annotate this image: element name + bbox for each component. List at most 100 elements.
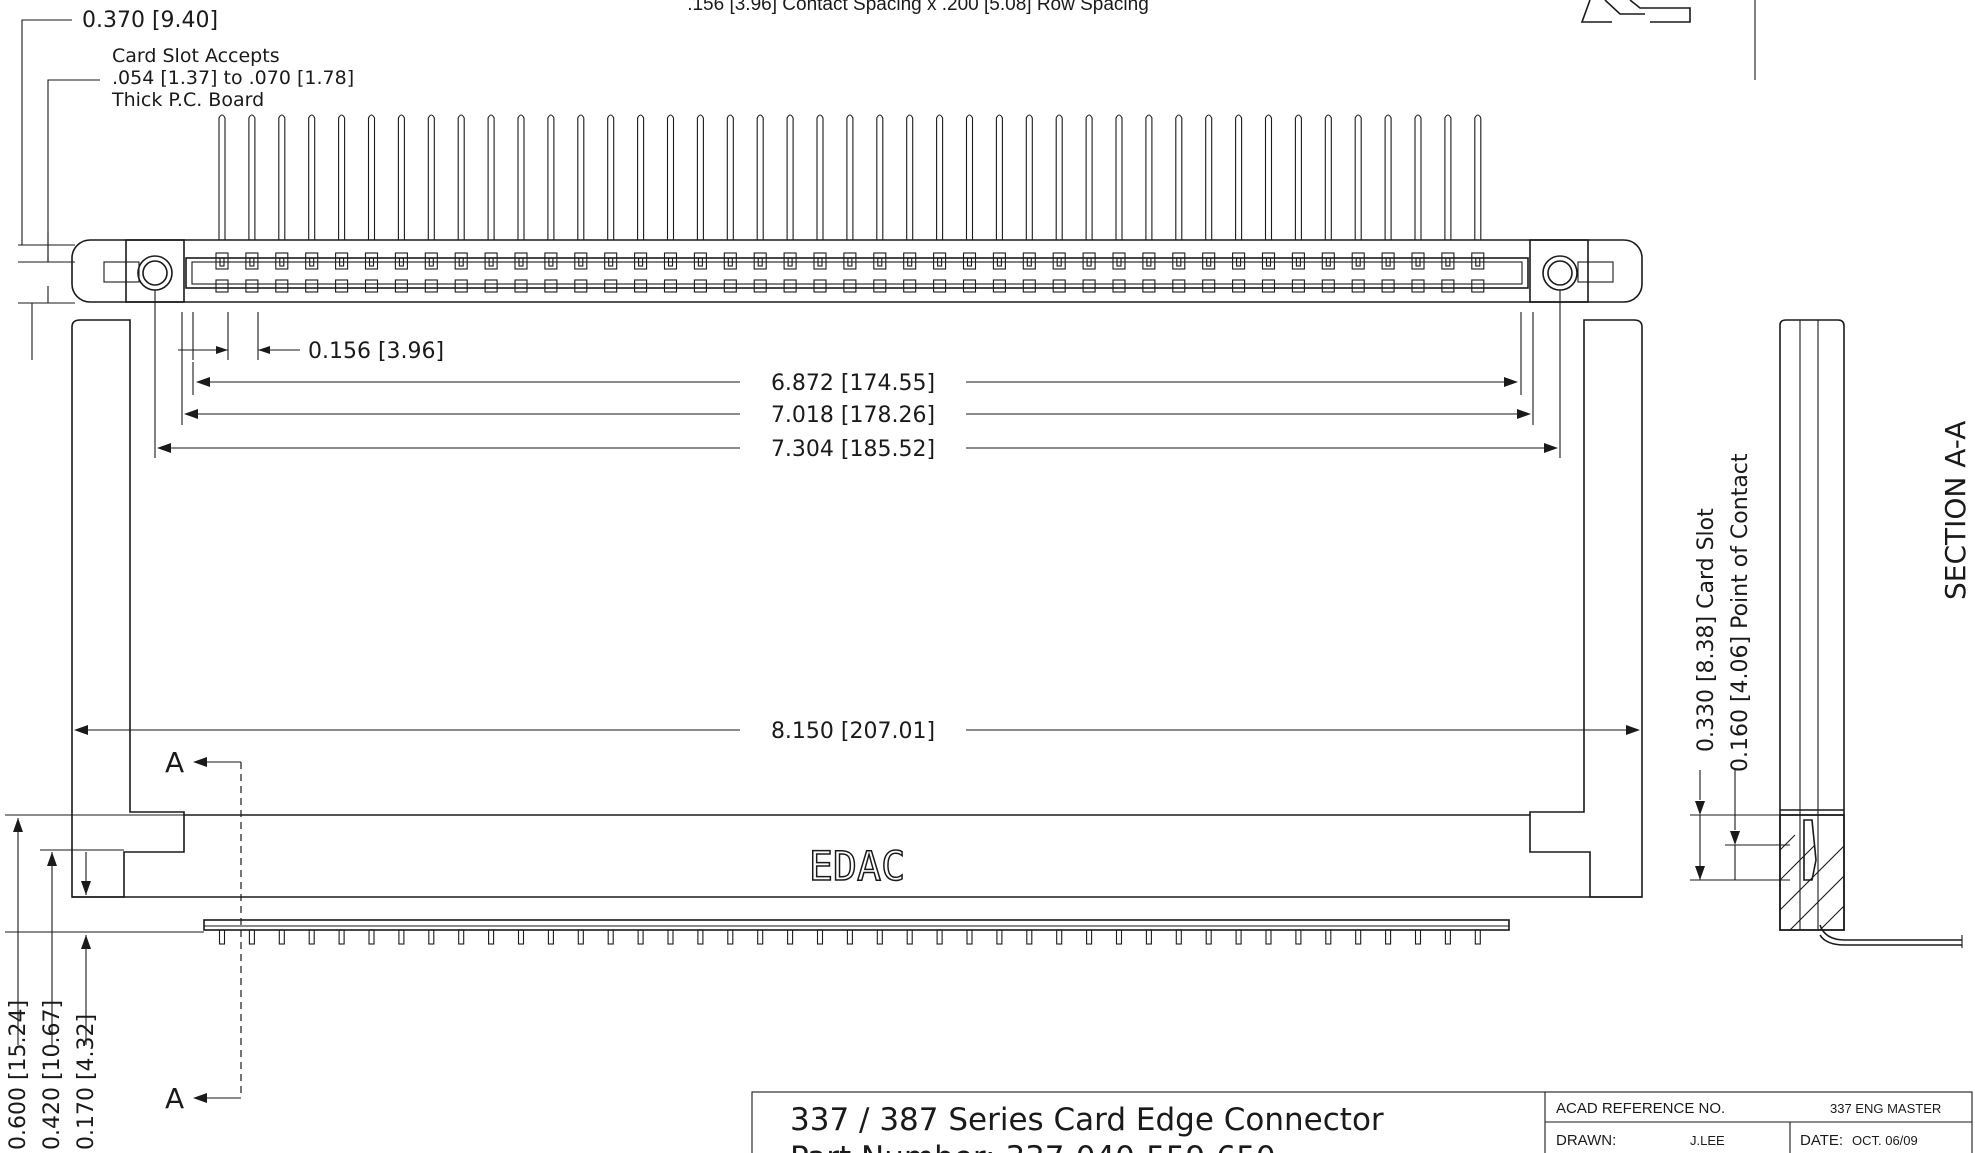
contact-pin bbox=[215, 114, 229, 293]
left-vertical-dims: 0.600 [15.24] 0.420 [10.67] 0.170 [4.32] bbox=[5, 814, 204, 1150]
section-cut-line: A A bbox=[165, 746, 242, 1115]
contact-pin bbox=[1351, 114, 1365, 293]
contact-tail bbox=[398, 929, 405, 945]
svg-text:6.872 [174.55]: 6.872 [174.55] bbox=[771, 371, 935, 396]
contact-tail bbox=[308, 929, 315, 945]
contact-tail bbox=[1145, 929, 1152, 945]
contact-pin bbox=[1441, 114, 1455, 293]
contact-tail bbox=[1086, 929, 1093, 945]
contact-pin bbox=[663, 114, 678, 293]
acad-value: 337 ENG MASTER bbox=[1830, 1101, 1941, 1116]
header-note: .156 [3.96] Contact Spacing x .200 [5.08… bbox=[687, 0, 1149, 15]
dim-overall-length: 8.150 [207.01] bbox=[77, 719, 1637, 744]
contact-tail bbox=[1295, 929, 1302, 945]
connector-front-view bbox=[71, 319, 1643, 931]
contact-tail bbox=[1444, 929, 1451, 945]
connector-top-view bbox=[71, 239, 1643, 303]
contact-pin bbox=[305, 114, 319, 293]
bottom-contact-tails bbox=[218, 929, 1481, 945]
contact-pin bbox=[1082, 114, 1096, 293]
contact-pin bbox=[484, 114, 498, 293]
contact-pin bbox=[962, 114, 977, 293]
date-label: DATE: bbox=[1800, 1132, 1843, 1149]
contact-pin bbox=[1471, 114, 1485, 293]
contact-pin bbox=[723, 114, 737, 293]
contact-tail bbox=[338, 929, 345, 945]
title-block: 337 / 387 Series Card Edge Connector Par… bbox=[751, 1091, 1973, 1153]
contact-pin bbox=[1052, 114, 1066, 293]
dim-top-thickness: 0.370 [9.40] bbox=[82, 8, 218, 33]
dim-arrowheads bbox=[74, 346, 1640, 735]
contact-tail bbox=[1026, 929, 1033, 945]
contact-tail bbox=[667, 929, 674, 945]
contact-pin bbox=[424, 114, 438, 293]
contact-tail bbox=[1205, 929, 1212, 945]
section-marker-bottom: A bbox=[165, 1082, 184, 1115]
contact-pin bbox=[903, 114, 917, 293]
contact-pin bbox=[1232, 114, 1246, 293]
drawn-label: DRAWN: bbox=[1556, 1132, 1616, 1149]
contact-tail bbox=[428, 929, 435, 945]
card-slot-note-line-2: .054 [1.37] to .070 [1.78] bbox=[112, 67, 354, 89]
contact-tail bbox=[517, 929, 525, 945]
contact-pin bbox=[454, 114, 468, 293]
contact-tail bbox=[846, 929, 853, 945]
contact-tail bbox=[248, 929, 255, 945]
contact-pin bbox=[992, 114, 1006, 293]
contact-tail bbox=[607, 929, 614, 945]
contact-pin bbox=[514, 114, 528, 293]
contact-pin bbox=[394, 114, 408, 293]
contact-tail bbox=[1474, 929, 1481, 945]
contact-tail bbox=[1235, 929, 1242, 945]
contact-pin bbox=[1112, 114, 1126, 293]
section-view: 0.330 [8.38] Card Slot 0.160 [4.06] Poin… bbox=[1690, 319, 1963, 948]
contact-pin bbox=[843, 114, 857, 293]
contact-tail bbox=[757, 929, 764, 945]
svg-text:0.160 [4.06] Point of Contact: 0.160 [4.06] Point of Contact bbox=[1728, 453, 1753, 772]
card-slot-note-line-3: Thick P.C. Board bbox=[111, 89, 264, 111]
contact-pin bbox=[1261, 114, 1276, 293]
card-slot-note-line-1: Card Slot Accepts bbox=[112, 45, 280, 67]
contact-pins bbox=[215, 114, 1485, 293]
contact-tail bbox=[936, 929, 943, 945]
svg-text:8.150 [207.01]: 8.150 [207.01] bbox=[771, 719, 935, 744]
contact-pin bbox=[1172, 114, 1186, 293]
section-marker-top: A bbox=[165, 746, 184, 779]
svg-text:7.018 [178.26]: 7.018 [178.26] bbox=[771, 403, 935, 428]
date-value: OCT. 06/09 bbox=[1852, 1133, 1918, 1148]
contact-pin bbox=[1291, 114, 1305, 293]
contact-pin bbox=[1022, 114, 1036, 293]
contact-tail bbox=[816, 929, 824, 945]
contact-pin bbox=[1321, 114, 1335, 293]
contact-pin bbox=[335, 114, 349, 293]
contact-tail bbox=[1355, 929, 1362, 945]
contact-pin bbox=[933, 114, 947, 293]
contact-tail bbox=[996, 929, 1003, 945]
contact-pin bbox=[1202, 114, 1216, 293]
contact-tail bbox=[577, 929, 584, 945]
dim-6-872: 6.872 [174.55] bbox=[192, 312, 1522, 396]
contact-pin bbox=[275, 114, 289, 293]
contact-tail bbox=[906, 929, 913, 945]
contact-pin bbox=[364, 114, 379, 293]
drawing-title: 337 / 387 Series Card Edge Connector bbox=[790, 1102, 1384, 1138]
svg-text:0.156 [3.96]: 0.156 [3.96] bbox=[308, 339, 444, 364]
contact-tail bbox=[458, 929, 465, 945]
contact-tail bbox=[727, 929, 734, 945]
contact-pin bbox=[873, 114, 887, 293]
contact-tail bbox=[488, 929, 495, 945]
edac-logo: EDAC bbox=[809, 844, 905, 890]
contact-pin bbox=[1381, 114, 1395, 293]
svg-text:7.304 [185.52]: 7.304 [185.52] bbox=[771, 437, 935, 462]
contact-tail bbox=[1056, 929, 1063, 945]
contact-tail bbox=[1175, 929, 1182, 945]
section-title: SECTION A-A bbox=[1939, 421, 1972, 600]
contact-pin bbox=[783, 114, 797, 293]
contact-tail bbox=[1414, 929, 1422, 945]
contact-tail bbox=[1385, 929, 1392, 945]
contact-pin bbox=[753, 114, 767, 293]
part-number: Part Number: 337-040-559-650 bbox=[790, 1140, 1276, 1153]
contact-tail bbox=[876, 929, 883, 945]
acad-label: ACAD REFERENCE NO. bbox=[1556, 1100, 1725, 1117]
